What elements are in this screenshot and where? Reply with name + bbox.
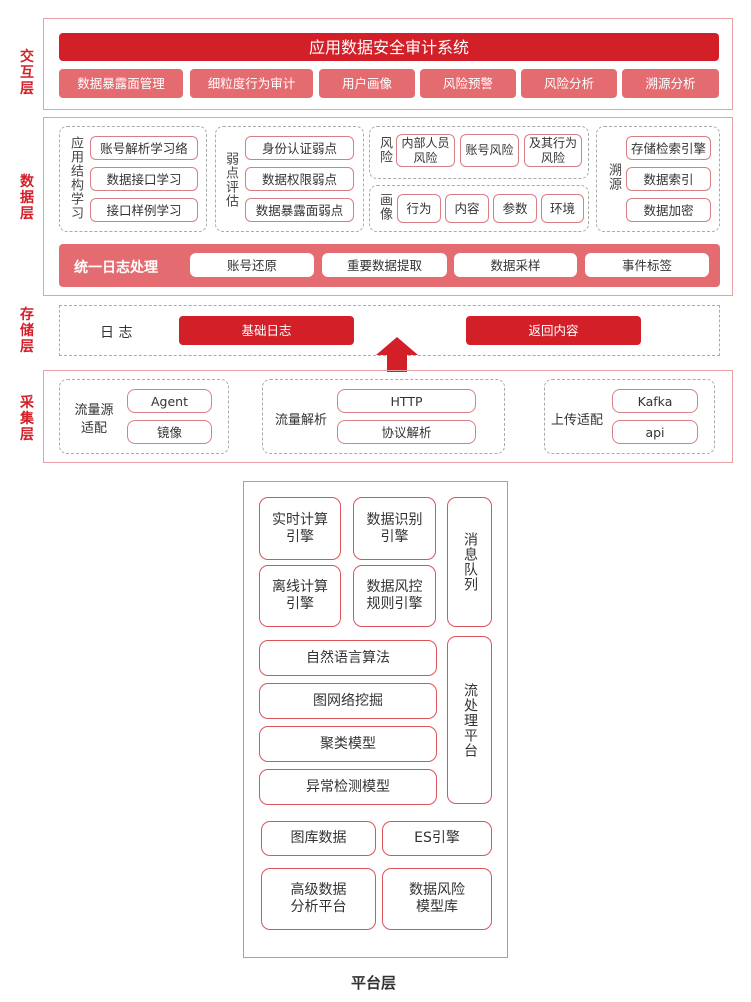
- layer-label-platform: 平台层: [351, 974, 397, 992]
- up-arrow-icon: [376, 337, 418, 372]
- trace-group: [596, 126, 720, 232]
- message-queue[interactable]: 消息队列: [447, 497, 492, 627]
- weakness-item[interactable]: 数据暴露面弱点: [245, 198, 354, 222]
- traffic-source-group: [59, 379, 229, 454]
- stream-platform[interactable]: 流处理平台: [447, 636, 492, 804]
- trace-item[interactable]: 数据加密: [626, 198, 711, 222]
- weakness-item[interactable]: 身份认证弱点: [245, 136, 354, 160]
- portrait-item[interactable]: 行为: [397, 194, 441, 223]
- cluster-model[interactable]: 聚类模型: [259, 726, 437, 762]
- interaction-item[interactable]: 溯源分析: [622, 69, 719, 98]
- risk-item[interactable]: 账号风险: [460, 134, 519, 167]
- interaction-item[interactable]: 细粒度行为审计: [190, 69, 313, 98]
- api-item[interactable]: api: [612, 420, 698, 444]
- interaction-layer-frame: [43, 18, 733, 110]
- unified-log-item[interactable]: 数据采样: [454, 253, 577, 277]
- weakness-group: [215, 126, 364, 232]
- app-structure-item[interactable]: 数据接口学习: [90, 167, 198, 191]
- trace-item[interactable]: 存储检索引擎: [626, 136, 711, 160]
- mirror-item[interactable]: 镜像: [127, 420, 212, 444]
- interaction-item[interactable]: 用户画像: [319, 69, 415, 98]
- traffic-source-label: 流量源 适配: [74, 403, 114, 436]
- weakness-item[interactable]: 数据权限弱点: [245, 167, 354, 191]
- portrait-group: [369, 185, 589, 232]
- weakness-label: 弱点评估: [223, 152, 238, 208]
- trace-item[interactable]: 数据索引: [626, 167, 711, 191]
- interaction-item[interactable]: 风险分析: [521, 69, 617, 98]
- portrait-item[interactable]: 内容: [445, 194, 489, 223]
- anomaly-detect-model[interactable]: 异常检测模型: [259, 769, 437, 805]
- portrait-item[interactable]: 环境: [541, 194, 584, 223]
- agent-item[interactable]: Agent: [127, 389, 212, 413]
- unified-log-item[interactable]: 账号还原: [190, 253, 314, 277]
- risk-item[interactable]: 内部人员 风险: [396, 134, 455, 167]
- trace-label: 溯源: [606, 163, 621, 191]
- portrait-label: 画像: [377, 193, 392, 221]
- data-layer-frame: [43, 117, 733, 296]
- layer-label-interaction: 交互层: [20, 49, 34, 97]
- app-structure-label: 应用结构学习: [68, 136, 83, 220]
- offline-engine[interactable]: 离线计算 引擎: [259, 565, 341, 627]
- layer-label-storage: 存储层: [20, 307, 34, 355]
- nlp-algorithm[interactable]: 自然语言算法: [259, 640, 437, 676]
- app-structure-group: [59, 126, 207, 232]
- portrait-item[interactable]: 参数: [493, 194, 537, 223]
- risk-label: 风险: [377, 136, 392, 164]
- unified-log-label: 统一日志处理: [74, 260, 158, 276]
- risk-item[interactable]: 及其行为 风险: [524, 134, 582, 167]
- risk-model-library[interactable]: 数据风险 模型库: [382, 868, 492, 930]
- graph-db[interactable]: 图库数据: [261, 821, 376, 856]
- system-title-bar: 应用数据安全审计系统: [59, 33, 719, 61]
- return-content-button[interactable]: 返回内容: [466, 316, 641, 345]
- es-engine[interactable]: ES引擎: [382, 821, 492, 856]
- traffic-parse-label: 流量解析: [275, 413, 328, 428]
- advanced-analysis-platform[interactable]: 高级数据 分析平台: [261, 868, 376, 930]
- platform-layer-frame: [243, 481, 508, 958]
- storage-label: 日 志: [100, 325, 133, 341]
- traffic-parse-group: [262, 379, 505, 454]
- layer-label-collection: 采集层: [20, 395, 34, 443]
- interaction-item[interactable]: 风险预警: [420, 69, 516, 98]
- layer-label-data: 数据层: [20, 174, 34, 222]
- collection-layer-frame: [43, 370, 733, 463]
- upload-adapt-label: 上传适配: [551, 413, 604, 428]
- interaction-item[interactable]: 数据暴露面管理: [59, 69, 183, 98]
- risk-group: [369, 126, 589, 179]
- app-structure-item[interactable]: 账号解析学习络: [90, 136, 198, 160]
- unified-log-item[interactable]: 重要数据提取: [322, 253, 447, 277]
- protocol-parse-item[interactable]: 协议解析: [337, 420, 476, 444]
- kafka-item[interactable]: Kafka: [612, 389, 698, 413]
- data-identify-engine[interactable]: 数据识别 引擎: [353, 497, 436, 560]
- base-log-button[interactable]: 基础日志: [179, 316, 354, 345]
- graph-mining[interactable]: 图网络挖掘: [259, 683, 437, 719]
- realtime-engine[interactable]: 实时计算 引擎: [259, 497, 341, 560]
- upload-adapt-group: [544, 379, 715, 454]
- unified-log-item[interactable]: 事件标签: [585, 253, 709, 277]
- risk-control-engine[interactable]: 数据风控 规则引擎: [353, 565, 436, 627]
- app-structure-item[interactable]: 接口样例学习: [90, 198, 198, 222]
- http-item[interactable]: HTTP: [337, 389, 476, 413]
